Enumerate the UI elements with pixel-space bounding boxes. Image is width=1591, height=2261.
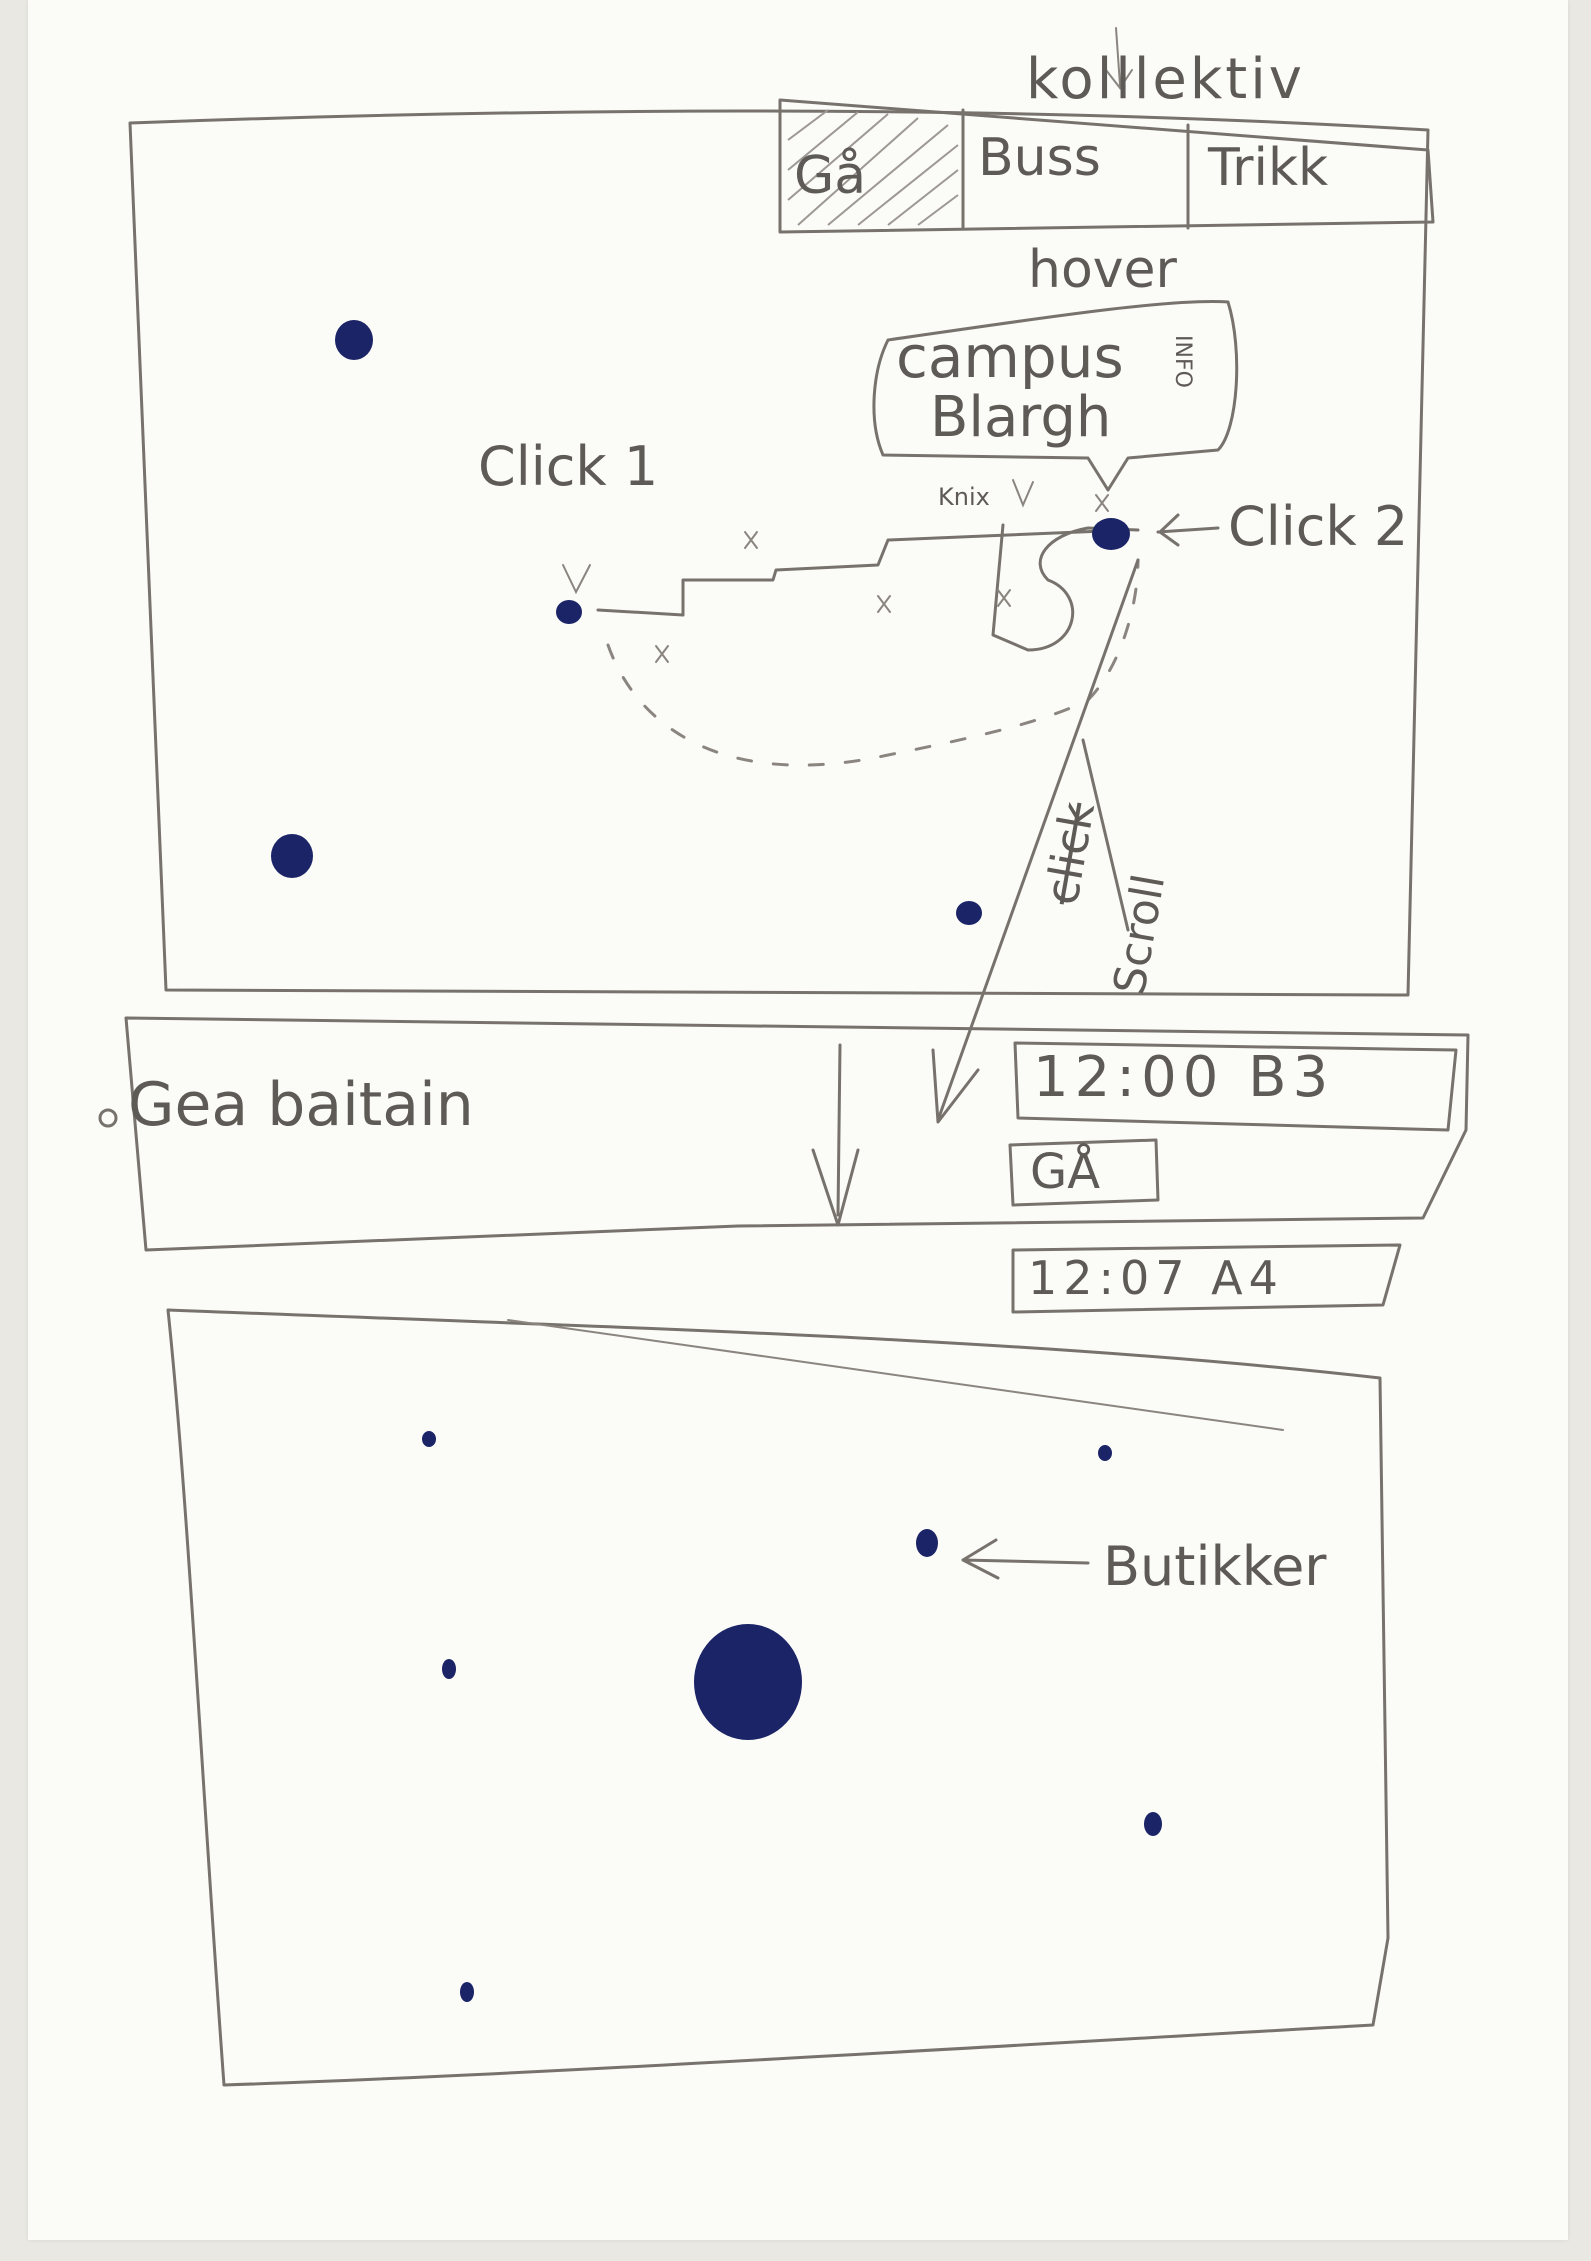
tab-walk[interactable]: Gå — [794, 146, 867, 206]
shops-annotation: Butikker — [1103, 1535, 1327, 1598]
sketch-paper: kolllektiv Gå Buss Trikk hover campus Bl… — [28, 0, 1568, 2240]
schedule-box-3 — [1011, 1243, 1402, 1314]
knix-arrow — [1012, 479, 1034, 508]
shop-marker — [1144, 1812, 1162, 1836]
tooltip-subtitle: Blargh — [930, 385, 1112, 450]
hover-annotation: hover — [1028, 240, 1177, 300]
click2-arrow — [1156, 513, 1220, 547]
click1-arrow — [562, 564, 591, 595]
map-marker — [335, 320, 373, 360]
tooltip-title: campus — [896, 323, 1124, 391]
header-annotation: kolllektiv — [1026, 47, 1305, 112]
click2-annotation: Click 2 — [1228, 495, 1409, 558]
click1-annotation: Click 1 — [478, 435, 659, 498]
scroll-line — [1081, 738, 1130, 932]
current-location-marker — [694, 1624, 802, 1740]
search-panel-frame — [124, 1016, 1470, 1252]
map-marker — [271, 834, 313, 878]
map-frame-top — [128, 109, 1430, 997]
shop-marker — [422, 1431, 436, 1447]
search-bullet — [98, 1108, 118, 1128]
shop-marker — [460, 1982, 474, 2002]
tab-bar-frame — [778, 98, 1435, 234]
sketch-lines — [98, 27, 1470, 2087]
route-line — [596, 523, 1140, 652]
down-arrow — [811, 1043, 860, 1227]
shop-marker — [1098, 1445, 1112, 1461]
search-panel-text[interactable]: Gea baitain — [128, 1070, 474, 1140]
tab-bus[interactable]: Buss — [978, 128, 1101, 188]
schedule-item[interactable]: 12:00 B3 — [1033, 1045, 1335, 1110]
route-knix-label: Knix — [938, 483, 990, 511]
map-marker — [956, 901, 982, 925]
schedule-arrow — [931, 558, 1140, 1124]
route-alternative-arc — [606, 558, 1140, 767]
shop-marker — [442, 1659, 456, 1679]
tab-selected-hatch — [787, 109, 959, 226]
schedule-item[interactable]: GÅ — [1030, 1144, 1101, 1200]
tooltip-box — [872, 300, 1239, 492]
tooltip-info-button[interactable]: INFO — [1170, 335, 1195, 388]
schedule-box-1 — [1013, 1041, 1458, 1132]
tab-tram[interactable]: Trikk — [1208, 138, 1329, 198]
shop-marker — [916, 1529, 938, 1557]
bottom-map-edge — [507, 1319, 1284, 1431]
shops-arrow — [961, 1538, 1090, 1580]
schedule-item[interactable]: 12:07 A4 — [1028, 1251, 1284, 1305]
route-start-marker — [556, 600, 582, 624]
header-arrow — [1105, 27, 1133, 90]
map-frame-bottom — [166, 1308, 1390, 2087]
route-end-marker — [1092, 518, 1130, 550]
route-waypoints — [655, 494, 1109, 663]
schedule-box-2 — [1008, 1138, 1160, 1207]
